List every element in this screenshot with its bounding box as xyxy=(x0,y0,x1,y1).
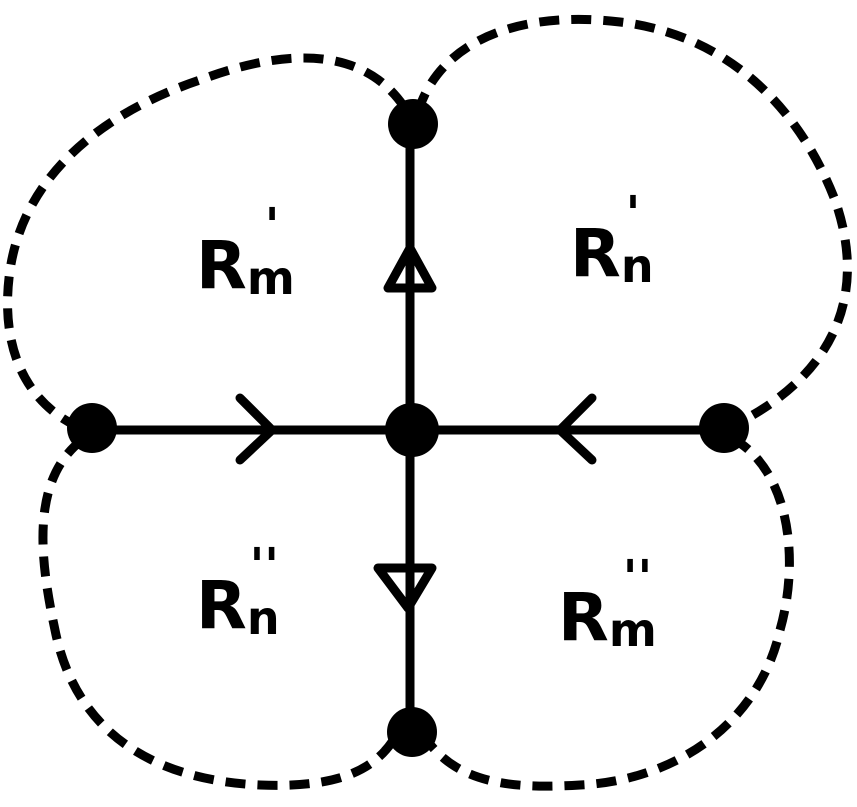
arrow-down-icon xyxy=(373,563,437,613)
region-boundary-top-right xyxy=(413,15,852,433)
region-label-bottom-right: Rm'' xyxy=(558,550,657,657)
vertex-bottom xyxy=(387,707,437,757)
region-label-bottom-left: Rn'' xyxy=(196,538,280,645)
vertex-center xyxy=(385,403,439,457)
arrow-up-icon xyxy=(383,243,437,293)
region-boundary-bottom-right xyxy=(416,434,794,791)
vertex-left xyxy=(67,403,117,453)
region-boundary-top-left xyxy=(3,53,416,433)
region-label-top-left: Rm' xyxy=(196,198,295,305)
region-boundary-bottom-left xyxy=(38,436,405,790)
region-label-top-right: Rn' xyxy=(570,186,654,293)
arrow-left-icon xyxy=(555,393,597,465)
arrow-right-icon xyxy=(235,393,277,465)
vertex-top xyxy=(388,99,438,149)
vertex-right xyxy=(699,403,749,453)
